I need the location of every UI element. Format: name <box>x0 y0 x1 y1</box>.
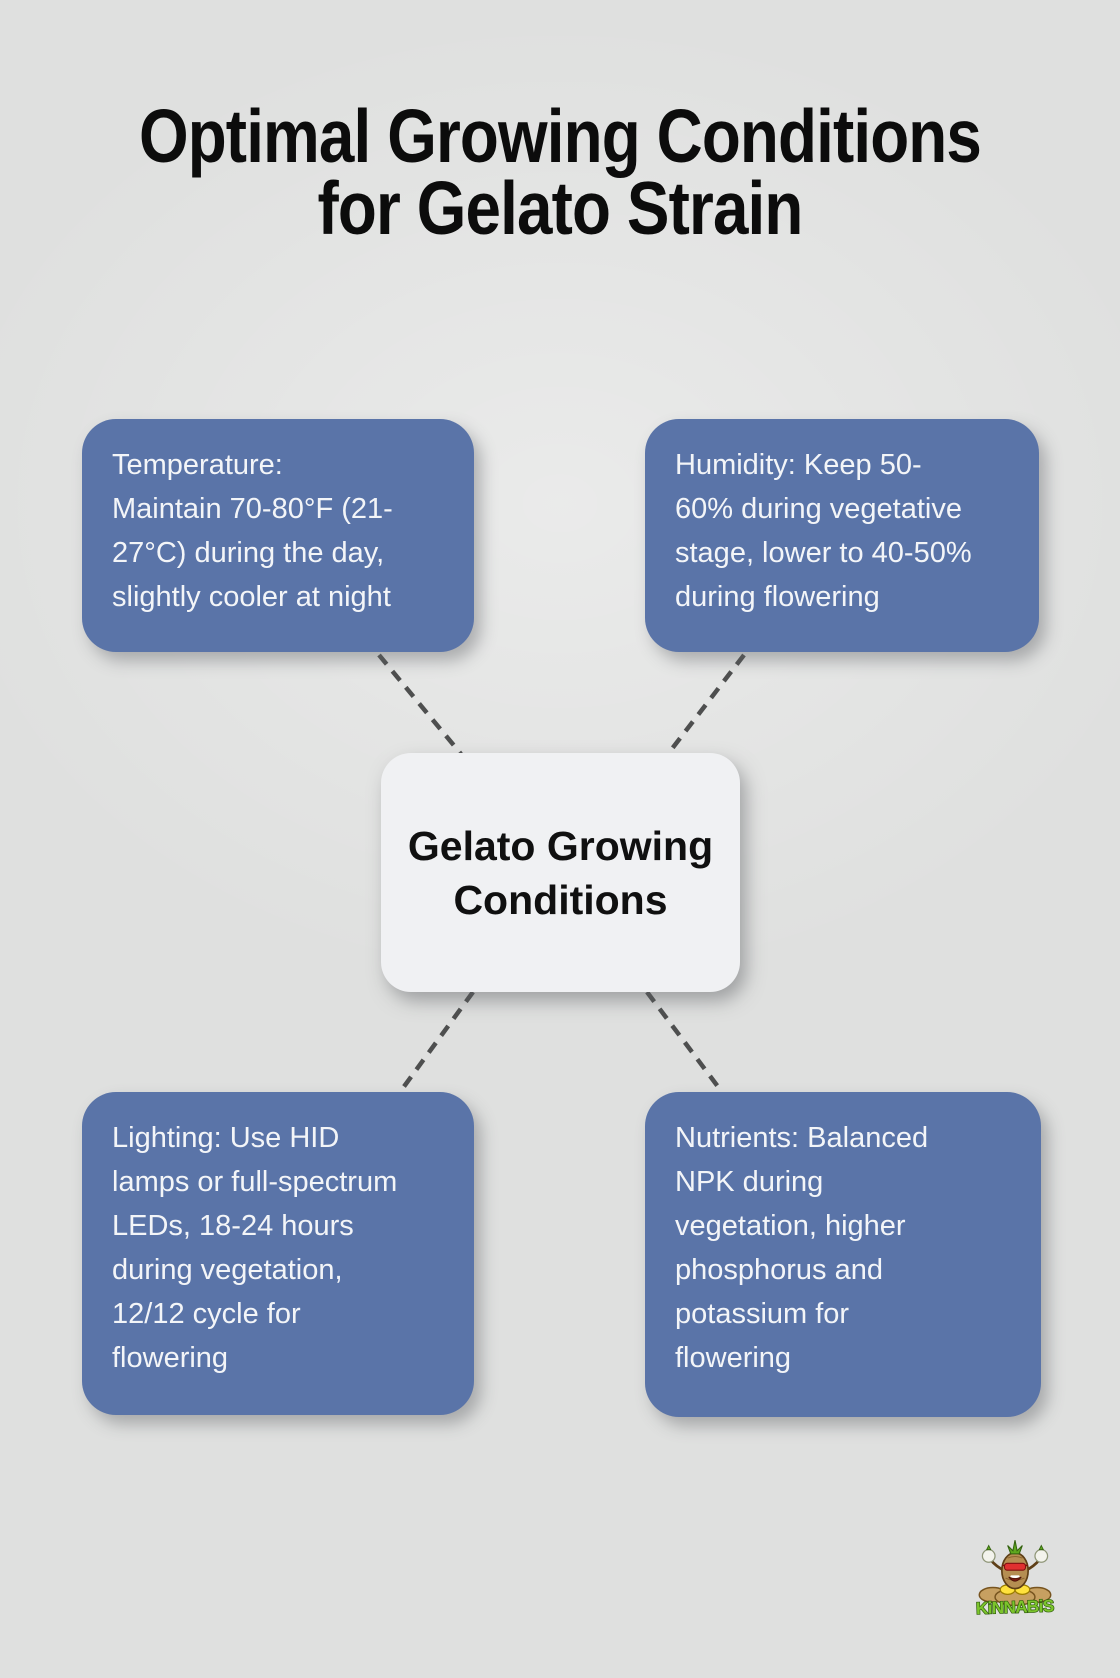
center-node-label: Gelato Growing Conditions <box>407 822 714 923</box>
node-temperature-text: Temperature: Maintain 70-80°F (21- 27°C)… <box>112 449 393 613</box>
node-nutrients-text: Nutrients: Balanced NPK during vegetatio… <box>675 1122 929 1374</box>
title-line-2: for Gelato Strain <box>317 166 803 250</box>
connector-humidity <box>666 653 746 756</box>
mascot-icon: KiNNABiS <box>975 1540 1055 1618</box>
node-humidity-text: Humidity: Keep 50- 60% during vegetative… <box>675 449 972 613</box>
page-title: Optimal Growing Conditions for Gelato St… <box>84 94 1036 250</box>
brand-name: KiNNABiS <box>976 1596 1055 1618</box>
node-lighting-text: Lighting: Use HID lamps or full-spectrum… <box>112 1122 398 1374</box>
title-line-1: Optimal Growing Conditions <box>138 94 982 178</box>
connector-lighting <box>398 990 475 1094</box>
center-node: Gelato Growing Conditions <box>381 753 740 992</box>
node-nutrients: Nutrients: Balanced NPK during vegetatio… <box>645 1092 1041 1417</box>
node-humidity: Humidity: Keep 50- 60% during vegetative… <box>645 419 1039 652</box>
node-lighting: Lighting: Use HID lamps or full-spectrum… <box>82 1092 474 1415</box>
brand-logo: KiNNABiS <box>972 1536 1058 1618</box>
connector-temperature <box>377 653 463 756</box>
node-temperature: Temperature: Maintain 70-80°F (21- 27°C)… <box>82 419 474 652</box>
connector-nutrients <box>645 990 724 1094</box>
